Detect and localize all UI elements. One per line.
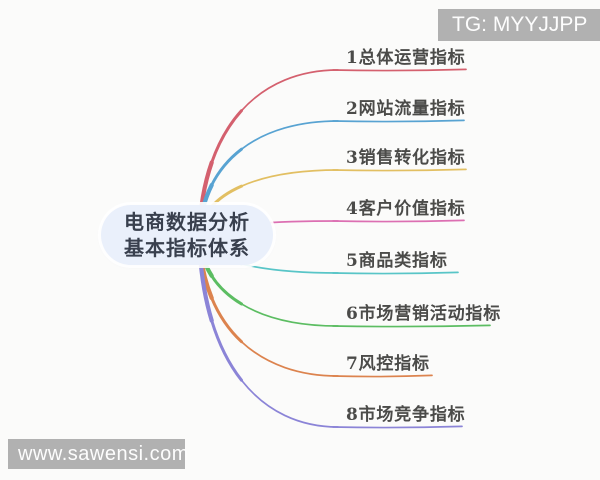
branch-label-7: 7风控指标: [346, 354, 430, 374]
central-topic-node: 电商数据分析 基本指标体系: [101, 205, 273, 265]
branch-underline: [332, 271, 459, 275]
watermark-bottom-left: www.sawensi.com: [8, 439, 188, 469]
branch-underline: [332, 324, 491, 328]
branch-underline: [332, 168, 467, 172]
branch-label-3: 3销售转化指标: [346, 148, 466, 168]
branch-label-2: 2网站流量指标: [346, 99, 466, 119]
branch-underline: [332, 68, 467, 72]
branch-underline: [332, 219, 465, 223]
central-topic-line2: 基本指标体系: [124, 236, 250, 260]
branch-underline: [332, 374, 433, 378]
branch-label-1: 1总体运营指标: [346, 48, 466, 68]
central-topic-line1: 电商数据分析: [124, 210, 250, 234]
branch-label-6: 6市场营销活动指标: [346, 304, 502, 324]
branch-label-5: 5商品类指标: [346, 251, 448, 271]
branch-underline: [332, 119, 465, 123]
branch-label-4: 4客户价值指标: [346, 199, 466, 219]
branch-label-8: 8市场竞争指标: [346, 405, 466, 425]
watermark-top-right: TG: MYYJJPP: [438, 9, 600, 41]
branch-underline: [332, 425, 463, 429]
